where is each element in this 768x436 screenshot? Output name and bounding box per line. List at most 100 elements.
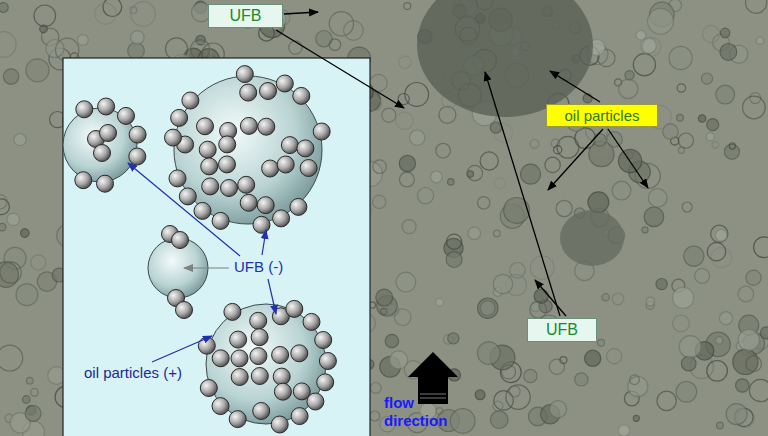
oil-particle	[272, 347, 289, 364]
texture-spot	[715, 337, 722, 344]
texture-spot	[733, 349, 758, 374]
texture-spot	[618, 425, 629, 436]
texture-spot	[396, 112, 413, 129]
oil-particle	[221, 180, 238, 197]
texture-spot	[448, 179, 454, 185]
texture-spot	[703, 25, 720, 42]
texture-spot	[711, 247, 731, 267]
texture-spot	[521, 164, 541, 184]
oil-particle	[290, 198, 307, 215]
texture-spot	[478, 298, 498, 318]
leader-line	[152, 336, 212, 362]
texture-spot	[417, 188, 433, 204]
texture-spot	[504, 198, 530, 224]
texture-spot	[494, 230, 501, 237]
texture-spot	[103, 0, 122, 16]
oil-particle	[236, 66, 253, 83]
oil-particle	[200, 380, 217, 397]
oil-particle	[240, 194, 257, 211]
oil-particle	[182, 92, 199, 109]
oil-particle	[231, 350, 248, 367]
texture-spot	[636, 30, 646, 40]
texture-spot	[373, 160, 387, 174]
texture-spot	[370, 383, 381, 394]
texture-spot	[399, 56, 411, 68]
texture-spot	[390, 351, 408, 369]
oil-particle	[118, 107, 135, 124]
oil-particle	[129, 148, 146, 165]
texture-spot	[0, 223, 6, 231]
texture-spot	[14, 134, 26, 146]
texture-spot	[376, 289, 393, 306]
texture-spot	[131, 31, 145, 45]
texture-spot	[26, 59, 49, 82]
oil-particle	[262, 160, 279, 177]
texture-spot	[644, 207, 664, 227]
flow-arrow-stripe	[420, 398, 446, 399]
oil-particle	[277, 156, 294, 173]
texture-spot	[592, 138, 608, 154]
oil-particle	[76, 101, 93, 118]
texture-spot	[602, 294, 609, 301]
oil-particle	[229, 411, 246, 428]
texture-spot	[663, 124, 679, 140]
texture-spot	[399, 155, 415, 171]
oil-particle	[307, 393, 324, 410]
oil-particle	[197, 118, 214, 135]
texture-spot	[717, 422, 724, 429]
oil-particle-label: oil particles (+)	[84, 364, 184, 382]
oil-particle	[212, 398, 229, 415]
texture-spot	[673, 315, 690, 332]
texture-spot	[682, 202, 692, 212]
texture-spot	[707, 242, 725, 260]
oil-particle	[303, 313, 320, 330]
label-box: UFB	[527, 318, 597, 342]
leader-line	[284, 12, 318, 14]
texture-spot	[447, 234, 462, 249]
texture-spot	[382, 108, 396, 122]
texture-spot	[524, 369, 537, 382]
texture-spot	[370, 411, 380, 421]
oil-particle	[315, 332, 332, 349]
oil-particle	[260, 83, 277, 100]
texture-spot	[612, 181, 631, 200]
texture-spot	[612, 293, 624, 305]
texture-spot	[681, 356, 696, 371]
texture-spot	[478, 342, 501, 365]
texture-spot	[398, 94, 409, 105]
oil-particle	[129, 126, 146, 143]
texture-spot	[743, 96, 766, 119]
texture-spot	[436, 298, 444, 306]
ufb-sphere	[174, 76, 322, 224]
texture-spot	[715, 230, 727, 242]
texture-spot	[373, 195, 386, 208]
texture-spot	[549, 359, 564, 374]
texture-spot	[131, 2, 156, 27]
oil-particle	[219, 156, 236, 173]
oil-particle	[201, 158, 218, 175]
oil-particle	[169, 170, 186, 187]
texture-spot	[549, 401, 566, 418]
texture-spot	[656, 279, 667, 290]
flow-arrow-stripe	[420, 394, 446, 395]
texture-spot	[575, 373, 588, 386]
oil-particle	[212, 350, 229, 367]
oil-particle	[253, 403, 270, 420]
label-box: UFB	[208, 4, 283, 28]
texture-spot	[630, 375, 640, 385]
texture-spot	[545, 157, 560, 172]
oil-particle	[75, 172, 92, 189]
texture-spot	[746, 356, 762, 372]
texture-spot	[560, 357, 567, 364]
texture-spot	[385, 334, 398, 347]
texture-spot	[669, 46, 692, 69]
texture-spot	[31, 389, 39, 397]
label-box: oil particles	[546, 104, 658, 127]
texture-spot	[673, 287, 694, 308]
flow-arrow	[408, 352, 458, 404]
texture-spot	[593, 134, 606, 147]
oil-particle	[251, 329, 268, 346]
texture-spot	[446, 252, 462, 268]
leader-line	[608, 129, 648, 188]
oil-particle	[297, 140, 314, 157]
